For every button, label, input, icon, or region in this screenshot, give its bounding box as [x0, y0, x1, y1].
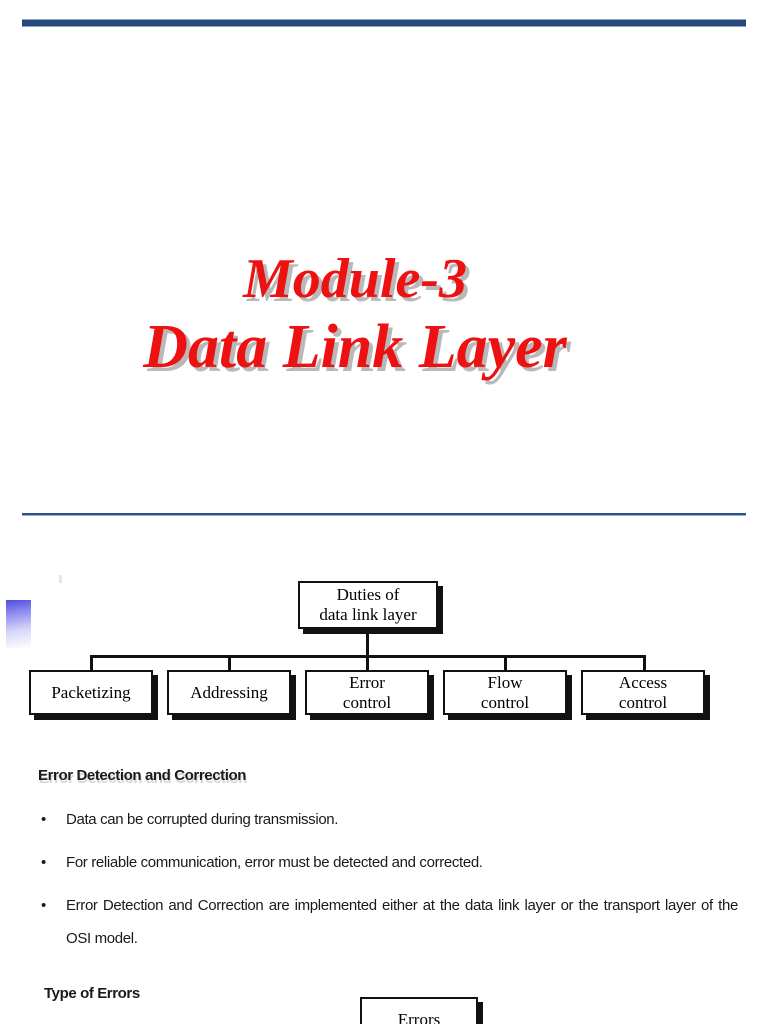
diagram-root-label-line2: data link layer — [319, 605, 417, 624]
connector-root-stem — [366, 629, 369, 657]
diagram-box-error-control-label: Error control — [343, 673, 391, 712]
connector-drop-access-control — [643, 655, 646, 672]
top-accent-bar — [22, 19, 746, 27]
decorative-gradient-chip — [6, 600, 31, 648]
diagram-root-label: Duties of data link layer — [319, 585, 416, 624]
heading-type-of-errors: Type of Errors — [44, 985, 140, 1002]
duties-of-data-link-layer-diagram: Duties of data link layer Packetizing Ad… — [0, 560, 768, 730]
connector-drop-addressing — [228, 655, 231, 672]
diagram-box-error-control-line1: Error — [349, 672, 385, 692]
diagram-box-access-control-label: Access control — [619, 673, 667, 712]
title-line-subject: Data Link Layer — [143, 312, 567, 381]
diagram-box-access-control: Access control — [581, 670, 705, 715]
connector-drop-flow-control — [504, 655, 507, 672]
diagram-box-flow-control-label: Flow control — [481, 673, 529, 712]
diagram-box-access-control-line1: Access — [618, 672, 668, 692]
diagram-box-packetizing: Packetizing — [29, 670, 153, 715]
diagram-box-flow-control: Flow control — [443, 670, 567, 715]
diagram-box-error-control-line2: control — [342, 692, 392, 712]
diagram-box-packetizing-label: Packetizing — [51, 682, 131, 702]
decorative-speck — [59, 575, 62, 583]
diagram-box-flow-control-line2: control — [480, 692, 530, 712]
section-divider — [22, 513, 746, 516]
connector-drop-error-control — [366, 655, 369, 672]
connector-drop-packetizing — [90, 655, 93, 672]
diagram-box-flow-control-line1: Flow — [487, 672, 523, 692]
error-detection-bullet-list: Data can be corrupted during transmissio… — [38, 803, 738, 965]
diagram-box-errors: Errors — [360, 997, 478, 1024]
list-item: For reliable communication, error must b… — [38, 846, 738, 879]
diagram-box-access-control-line2: control — [618, 692, 668, 712]
diagram-root-label-line1: Duties of — [336, 585, 400, 605]
heading-error-detection-and-correction: Error Detection and Correction — [38, 767, 247, 784]
list-item: Error Detection and Correction are imple… — [38, 889, 738, 955]
title-line-module: Module-3 — [243, 248, 467, 310]
diagram-box-error-control: Error control — [305, 670, 429, 715]
type-of-errors-diagram: Errors — [0, 995, 768, 1024]
list-item: Data can be corrupted during transmissio… — [38, 803, 738, 836]
diagram-box-addressing-label: Addressing — [190, 682, 268, 702]
diagram-root-box: Duties of data link layer — [298, 581, 438, 629]
diagram-box-errors-label: Errors — [397, 1009, 441, 1024]
diagram-box-addressing: Addressing — [167, 670, 291, 715]
slide-title: Module-3 Data Link Layer — [0, 248, 710, 383]
